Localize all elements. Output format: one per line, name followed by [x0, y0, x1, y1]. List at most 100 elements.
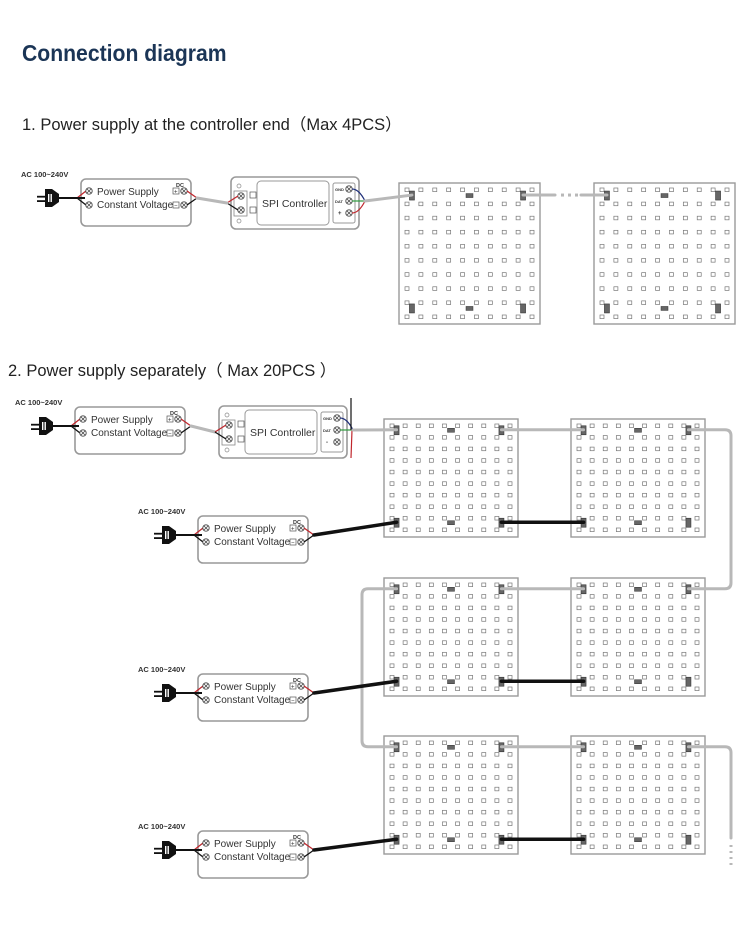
led-panel	[570, 418, 706, 538]
led-chip	[428, 786, 434, 792]
led-chip	[669, 201, 674, 207]
plus-terminal-icon	[289, 682, 297, 690]
led-chip	[460, 272, 465, 277]
led-chip	[681, 651, 687, 657]
led-chip	[481, 492, 487, 498]
led-chip	[428, 640, 434, 645]
led-chip	[468, 798, 474, 803]
led-chip	[402, 844, 408, 849]
led-chip	[655, 675, 661, 680]
led-chip	[576, 435, 582, 440]
led-chip	[668, 492, 674, 498]
led-chip	[507, 775, 513, 780]
led-chip	[669, 215, 674, 221]
led-chip	[589, 617, 595, 622]
led-chip	[641, 258, 647, 263]
led-chip	[615, 582, 621, 587]
led-chip	[694, 752, 700, 757]
led-chip	[615, 446, 621, 452]
led-chip	[589, 663, 595, 668]
led-chip	[481, 786, 487, 792]
led-chip	[474, 201, 479, 207]
led-chip	[415, 516, 421, 521]
led-chip	[681, 435, 687, 440]
led-chip	[655, 594, 661, 599]
led-chip	[494, 763, 500, 769]
driver-chip	[634, 679, 642, 684]
led-chip	[404, 272, 410, 277]
led-chip	[428, 617, 434, 622]
led-chip	[589, 582, 595, 587]
led-chip	[629, 605, 634, 611]
led-chip	[655, 775, 661, 780]
led-chip	[415, 481, 421, 486]
led-chip	[681, 640, 687, 645]
led-chip	[507, 833, 513, 838]
led-chip	[615, 809, 621, 815]
led-chip	[629, 469, 634, 475]
led-chip	[468, 752, 474, 757]
led-chip	[468, 628, 474, 634]
signal-cable	[195, 196, 229, 205]
led-chip	[681, 752, 687, 757]
wire-red	[303, 685, 315, 694]
wire-red	[193, 842, 204, 851]
led-chip	[615, 605, 621, 611]
led-chip	[432, 244, 438, 249]
led-chip	[629, 527, 634, 532]
led-chip	[455, 582, 460, 587]
led-chip	[428, 594, 434, 599]
driver-chip	[634, 837, 642, 842]
led-chip	[494, 752, 500, 757]
led-chip	[442, 582, 447, 587]
led-chip	[696, 258, 702, 263]
led-chip	[442, 605, 447, 611]
controller-label: SPI Controller	[262, 198, 328, 210]
led-chip	[602, 833, 608, 838]
led-chip	[668, 675, 674, 680]
led-chip	[576, 516, 582, 521]
led-chip	[402, 481, 408, 486]
led-chip	[468, 617, 474, 622]
led-chip	[442, 821, 447, 826]
led-chip	[681, 605, 687, 611]
led-chip	[455, 809, 460, 815]
led-chip	[589, 752, 595, 757]
led-chip	[602, 481, 608, 486]
minus-terminal-icon	[289, 696, 297, 704]
led-chip	[642, 492, 647, 498]
led-chip	[455, 605, 460, 611]
led-chip	[507, 617, 513, 622]
psu-label-line1: Power Supply	[91, 415, 153, 426]
led-chip	[629, 617, 634, 622]
wire-red	[193, 527, 204, 536]
led-chip	[389, 516, 395, 521]
led-chip	[613, 272, 619, 277]
led-chip	[629, 663, 634, 668]
led-chip	[460, 215, 465, 221]
mount-hole-icon	[236, 218, 242, 224]
led-chip	[415, 605, 421, 611]
led-chip	[682, 201, 688, 207]
power-cable	[312, 679, 399, 695]
led-chip	[602, 605, 608, 611]
led-chip	[455, 527, 460, 532]
led-chip	[494, 582, 500, 587]
led-chip	[515, 258, 521, 263]
led-chip	[615, 458, 621, 463]
led-chip	[602, 686, 608, 691]
led-chip	[589, 675, 595, 680]
led-chip	[615, 798, 621, 803]
plug-icon	[154, 841, 202, 859]
led-chip	[494, 640, 500, 645]
plus-terminal-icon	[172, 187, 180, 195]
led-chip	[694, 617, 700, 622]
led-chip	[428, 481, 434, 486]
led-chip	[694, 786, 700, 792]
led-chip	[389, 458, 395, 463]
led-chip	[487, 229, 493, 235]
led-chip	[602, 651, 608, 657]
led-chip	[481, 435, 487, 440]
led-chip	[602, 786, 608, 792]
led-chip	[442, 617, 447, 622]
